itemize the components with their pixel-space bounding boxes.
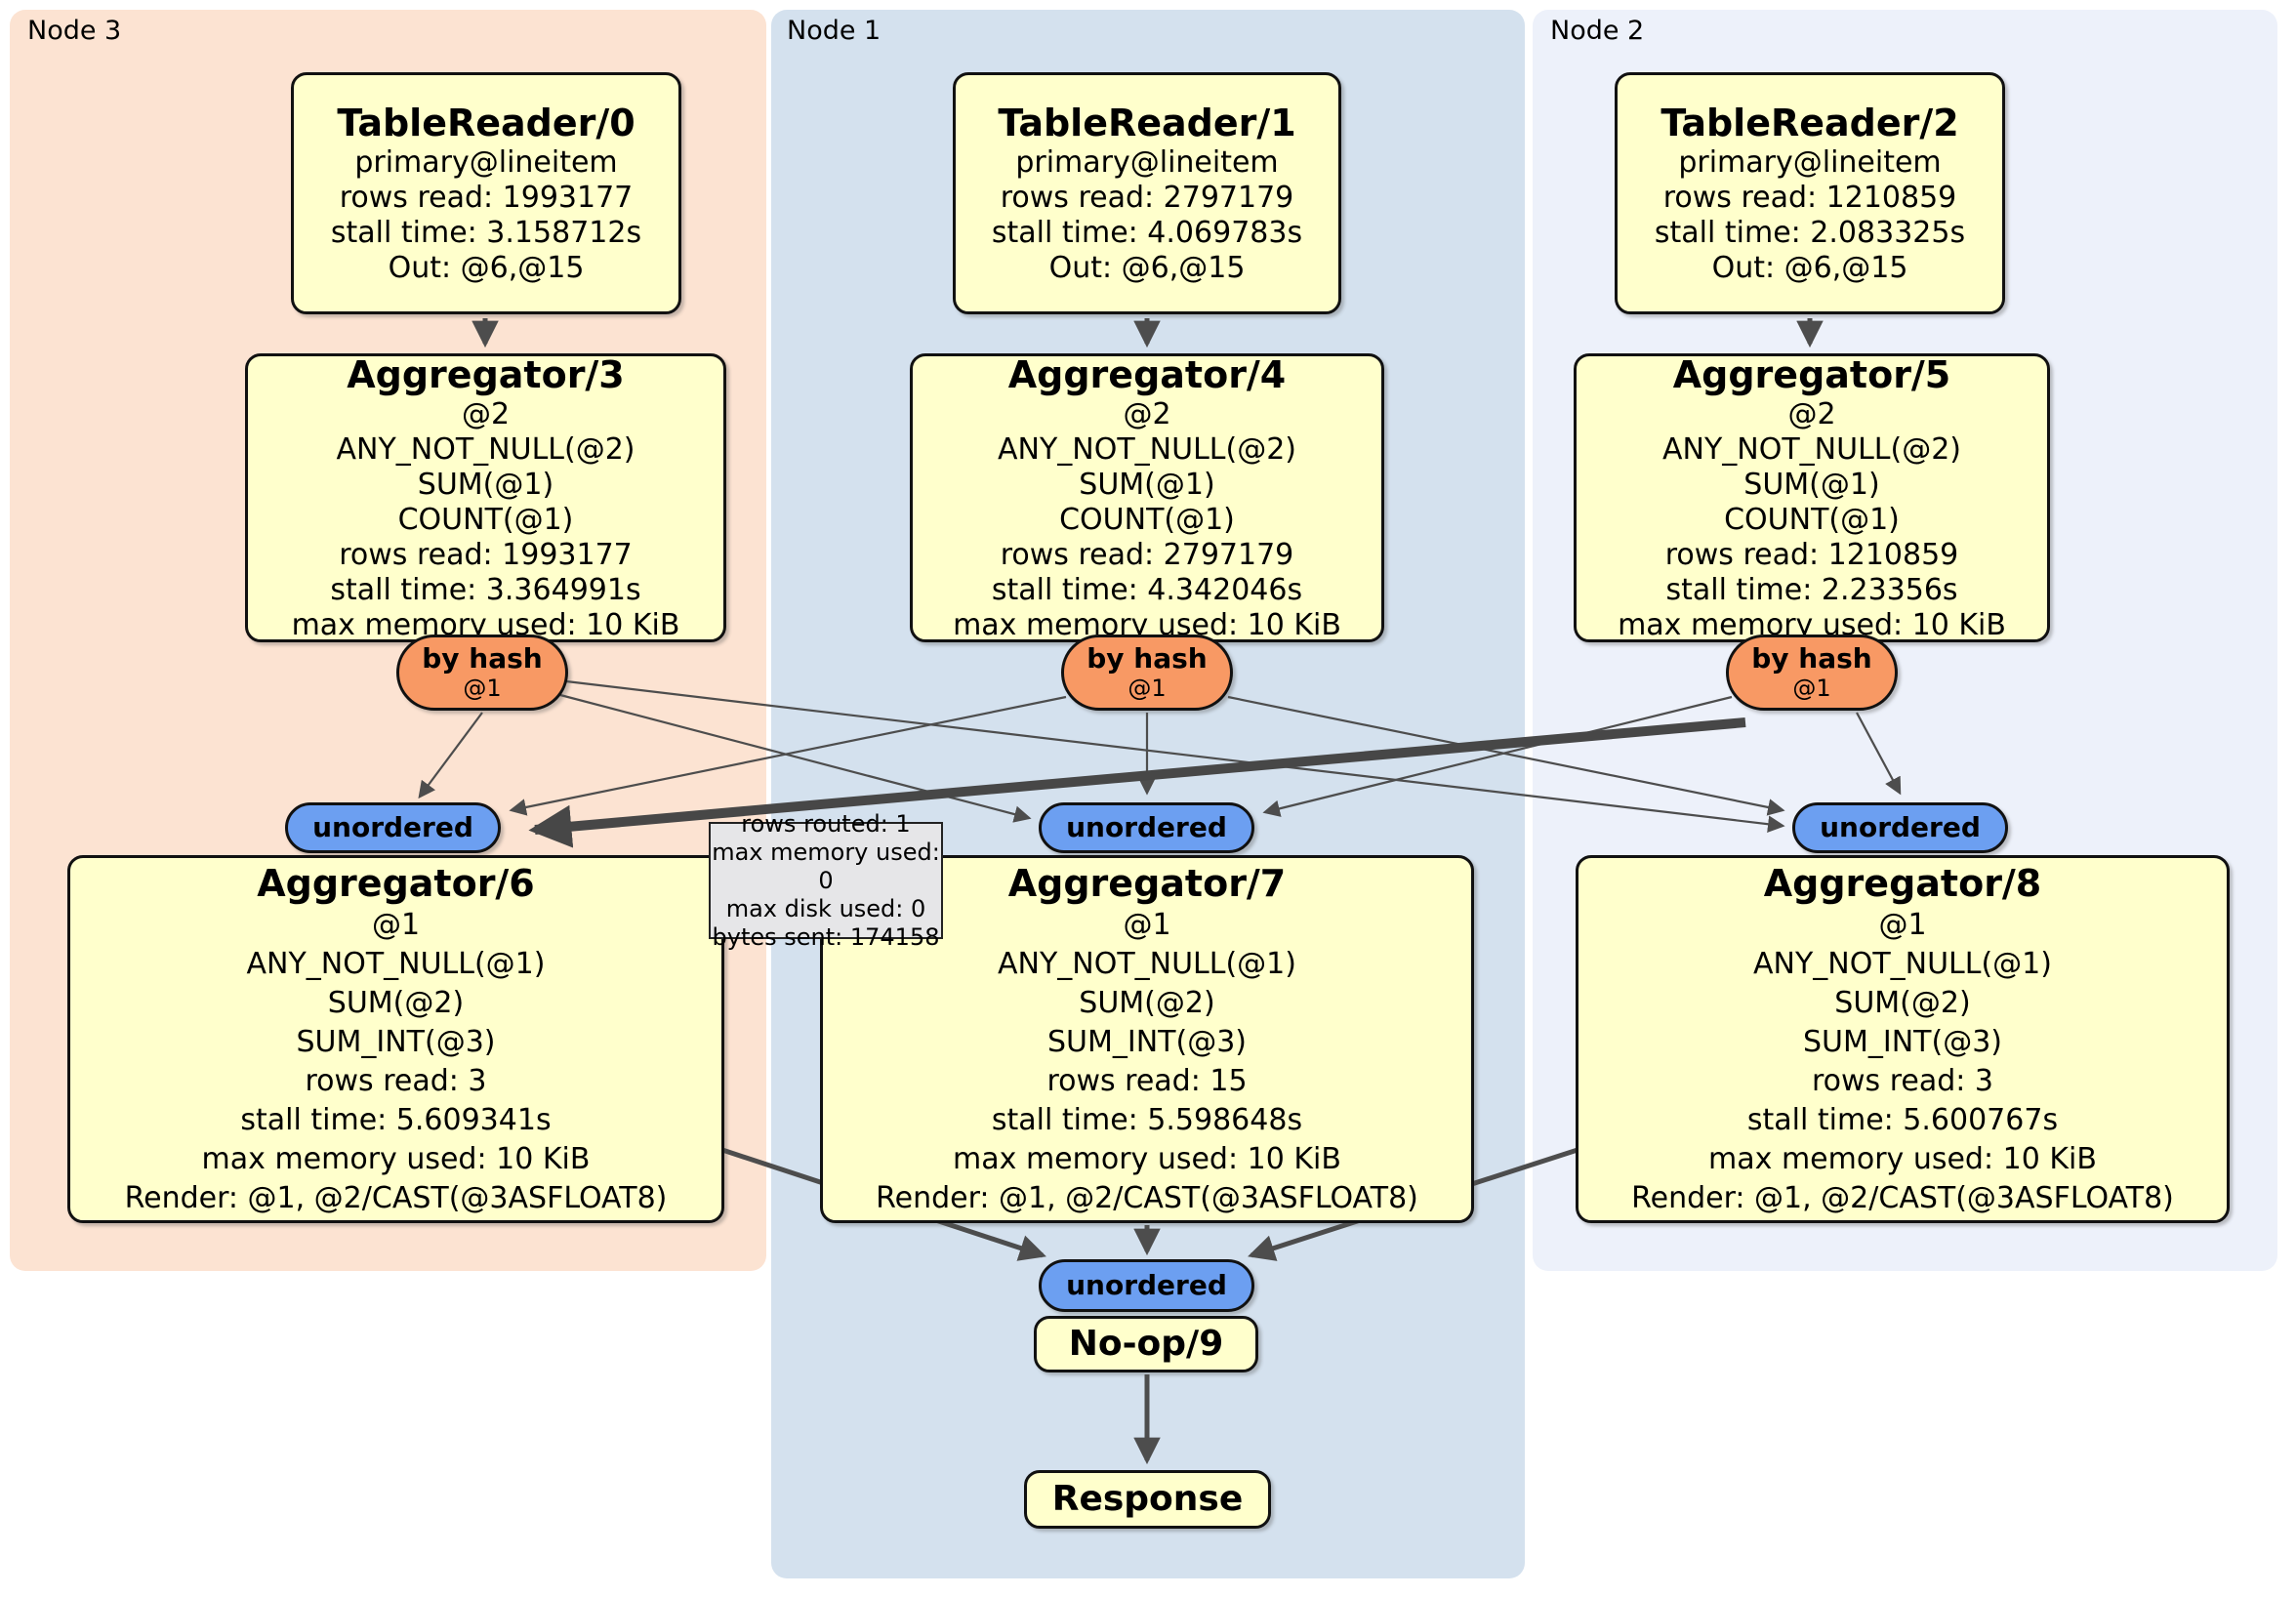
router-by-hash-node3[interactable]: by hash @1 xyxy=(396,635,568,711)
edge-h3-u3[interactable] xyxy=(418,712,483,799)
operator-title: Aggregator/4 xyxy=(1007,353,1287,396)
sync-label: unordered xyxy=(1066,1269,1227,1301)
sync-label: unordered xyxy=(312,811,473,843)
sync-label: unordered xyxy=(1066,811,1227,843)
node1-label: Node 1 xyxy=(787,16,882,46)
sync-unordered-node1[interactable]: unordered xyxy=(1039,802,1254,853)
router-column: @1 xyxy=(463,675,502,702)
operator-title: TableReader/2 xyxy=(1660,102,1959,144)
router-column: @1 xyxy=(1128,675,1167,702)
edge-h3-u1[interactable] xyxy=(559,693,1032,823)
router-label: by hash xyxy=(422,642,543,675)
sync-unordered-node3[interactable]: unordered xyxy=(285,802,501,853)
sync-unordered-node2[interactable]: unordered xyxy=(1792,802,2008,853)
operator-title: Aggregator/7 xyxy=(1007,861,1287,905)
edge-h3-u2[interactable] xyxy=(565,679,1785,833)
router-column: @1 xyxy=(1792,675,1831,702)
operator-title: Aggregator/5 xyxy=(1672,353,1951,396)
operator-title: No-op/9 xyxy=(1068,1324,1224,1364)
edge-h2-u1[interactable] xyxy=(1262,695,1733,817)
edge-h1-u3[interactable] xyxy=(509,695,1067,816)
operator-title: Aggregator/8 xyxy=(1763,861,2042,905)
edge-h2-u3-thick[interactable] xyxy=(528,717,1746,848)
response-box[interactable]: Response xyxy=(1024,1470,1271,1529)
sync-label: unordered xyxy=(1820,811,1981,843)
operator-title: Response xyxy=(1051,1479,1244,1519)
operator-title: Aggregator/3 xyxy=(347,353,625,396)
router-label: by hash xyxy=(1086,642,1208,675)
sync-unordered-final[interactable]: unordered xyxy=(1039,1259,1254,1312)
router-label: by hash xyxy=(1751,642,1872,675)
operator-title: Aggregator/6 xyxy=(257,861,535,905)
operator-title: TableReader/1 xyxy=(998,102,1296,144)
operator-title: TableReader/0 xyxy=(337,102,636,144)
router-by-hash-node2[interactable]: by hash @1 xyxy=(1726,635,1898,711)
node3-label: Node 3 xyxy=(27,16,122,46)
router-by-hash-node1[interactable]: by hash @1 xyxy=(1061,635,1233,711)
edge-h2-u2[interactable] xyxy=(1856,712,1902,796)
noop-9-box[interactable]: No-op/9 xyxy=(1034,1316,1258,1372)
node2-label: Node 2 xyxy=(1550,16,1645,46)
